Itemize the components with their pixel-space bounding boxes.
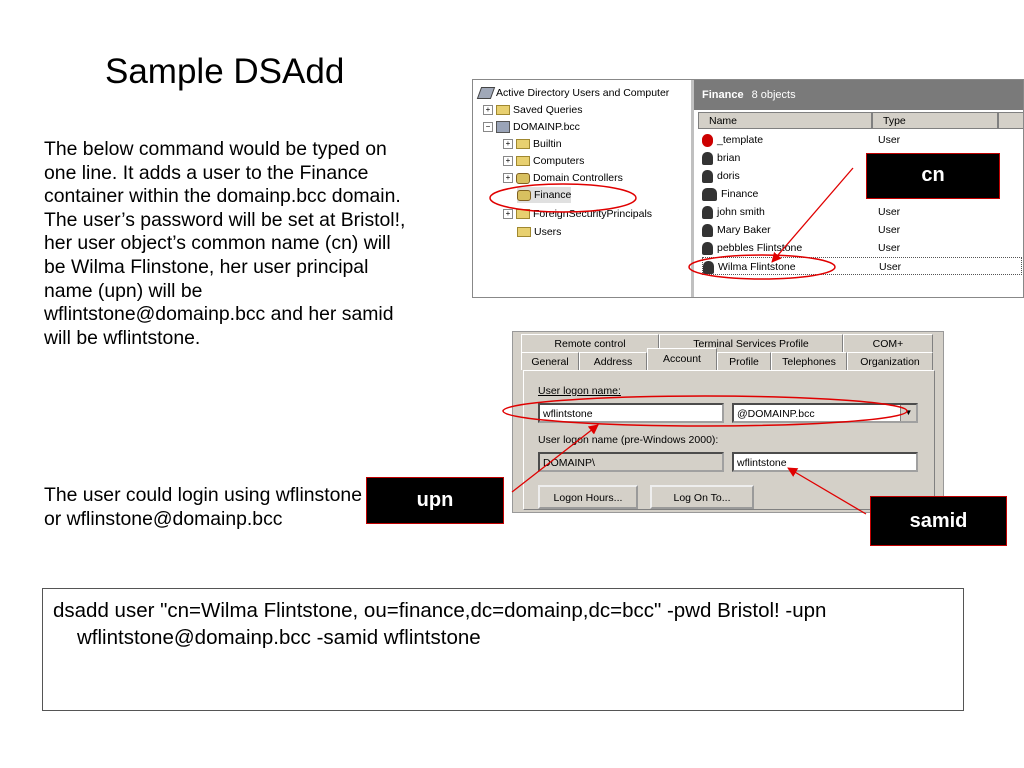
- expand-icon[interactable]: +: [503, 156, 513, 167]
- tree-builtin[interactable]: +Builtin: [503, 136, 562, 152]
- slide-title: Sample DSAdd: [105, 52, 345, 91]
- ad-root-icon: [476, 87, 496, 100]
- tab-profile[interactable]: Profile: [717, 352, 771, 370]
- tree-finance[interactable]: Finance: [517, 187, 572, 203]
- pane-count: 8 objects: [751, 89, 796, 101]
- pane-header: Finance 8 objects: [694, 80, 1023, 110]
- logon-name-label: User logon name:: [538, 385, 621, 397]
- domain-suffix-value: @DOMAINP.bcc: [737, 408, 815, 420]
- expand-icon[interactable]: +: [503, 139, 513, 150]
- list-item[interactable]: doris: [702, 167, 1022, 185]
- list-item[interactable]: brian: [702, 149, 1022, 167]
- user-icon: [703, 260, 714, 274]
- tab-com-plus[interactable]: COM+: [843, 334, 933, 352]
- tab-address[interactable]: Address: [579, 352, 647, 370]
- command-text: dsadd user "cn=Wilma Flintstone, ou=fina…: [53, 599, 827, 649]
- tree-domain[interactable]: −DOMAINP.bcc: [483, 119, 580, 135]
- pane-title: Finance: [702, 89, 744, 101]
- user-icon: [702, 133, 713, 147]
- account-panel: User logon name: wflintstone @DOMAINP.bc…: [523, 370, 935, 510]
- tab-organization[interactable]: Organization: [847, 352, 933, 370]
- tree-root[interactable]: Active Directory Users and Computer: [476, 85, 669, 101]
- ou-icon: [516, 172, 530, 184]
- folder-icon: [516, 139, 530, 150]
- samid-label: samid: [870, 496, 1007, 546]
- pre2000-domain-field: DOMAINP\: [538, 452, 724, 472]
- column-header-extra[interactable]: [998, 112, 1023, 129]
- tree-computers[interactable]: +Computers: [503, 153, 584, 169]
- folder-icon: [516, 156, 530, 167]
- folder-icon: [517, 227, 531, 238]
- log-on-to-button[interactable]: Log On To...: [650, 485, 754, 509]
- tree-domain-controllers[interactable]: +Domain Controllers: [503, 170, 623, 186]
- login-paragraph: The user could login using wflinstone or…: [44, 484, 362, 530]
- command-box: dsadd user "cn=Wilma Flintstone, ou=fina…: [42, 588, 964, 711]
- ou-icon: [517, 189, 531, 201]
- logon-name-input[interactable]: wflintstone: [538, 403, 724, 423]
- user-icon: [702, 151, 713, 165]
- tree-saved-queries[interactable]: +Saved Queries: [483, 102, 582, 118]
- tree-users[interactable]: Users: [517, 224, 561, 240]
- domain-icon: [496, 121, 510, 134]
- pre2000-logon-input[interactable]: wflintstone: [732, 452, 918, 472]
- logon-hours-button[interactable]: Logon Hours...: [538, 485, 638, 509]
- group-icon: [702, 187, 717, 201]
- folder-icon: [496, 105, 510, 116]
- folder-icon: [516, 209, 530, 220]
- user-icon: [702, 205, 713, 219]
- ad-tree: Active Directory Users and Computer +Sav…: [473, 80, 694, 297]
- collapse-icon[interactable]: −: [483, 122, 493, 133]
- tab-terminal-services[interactable]: Terminal Services Profile: [659, 334, 843, 352]
- tab-general[interactable]: General: [521, 352, 579, 370]
- user-icon: [702, 223, 713, 237]
- column-header-type[interactable]: Type: [872, 112, 998, 129]
- expand-icon[interactable]: +: [503, 173, 513, 184]
- upn-label: upn: [366, 477, 504, 524]
- tree-fsp[interactable]: +ForeignSecurityPrincipals: [503, 206, 652, 222]
- tab-telephones[interactable]: Telephones: [771, 352, 847, 370]
- pre2000-label: User logon name (pre-Windows 2000):: [538, 434, 719, 446]
- chevron-down-icon[interactable]: ▼: [900, 405, 916, 421]
- description-paragraph: The below command would be typed on one …: [44, 138, 406, 349]
- expand-icon[interactable]: +: [483, 105, 493, 116]
- expand-icon[interactable]: +: [503, 209, 513, 220]
- user-icon: [702, 241, 713, 255]
- user-icon: [702, 169, 713, 183]
- tab-account[interactable]: Account: [647, 348, 717, 370]
- cn-label: cn: [866, 153, 1000, 199]
- list-item[interactable]: Finance: [702, 185, 1022, 203]
- column-header-name[interactable]: Name: [698, 112, 872, 129]
- domain-suffix-select[interactable]: @DOMAINP.bcc ▼: [732, 403, 918, 423]
- tab-remote-control[interactable]: Remote control: [521, 334, 659, 352]
- properties-dialog-screenshot: Remote control Terminal Services Profile…: [512, 331, 944, 513]
